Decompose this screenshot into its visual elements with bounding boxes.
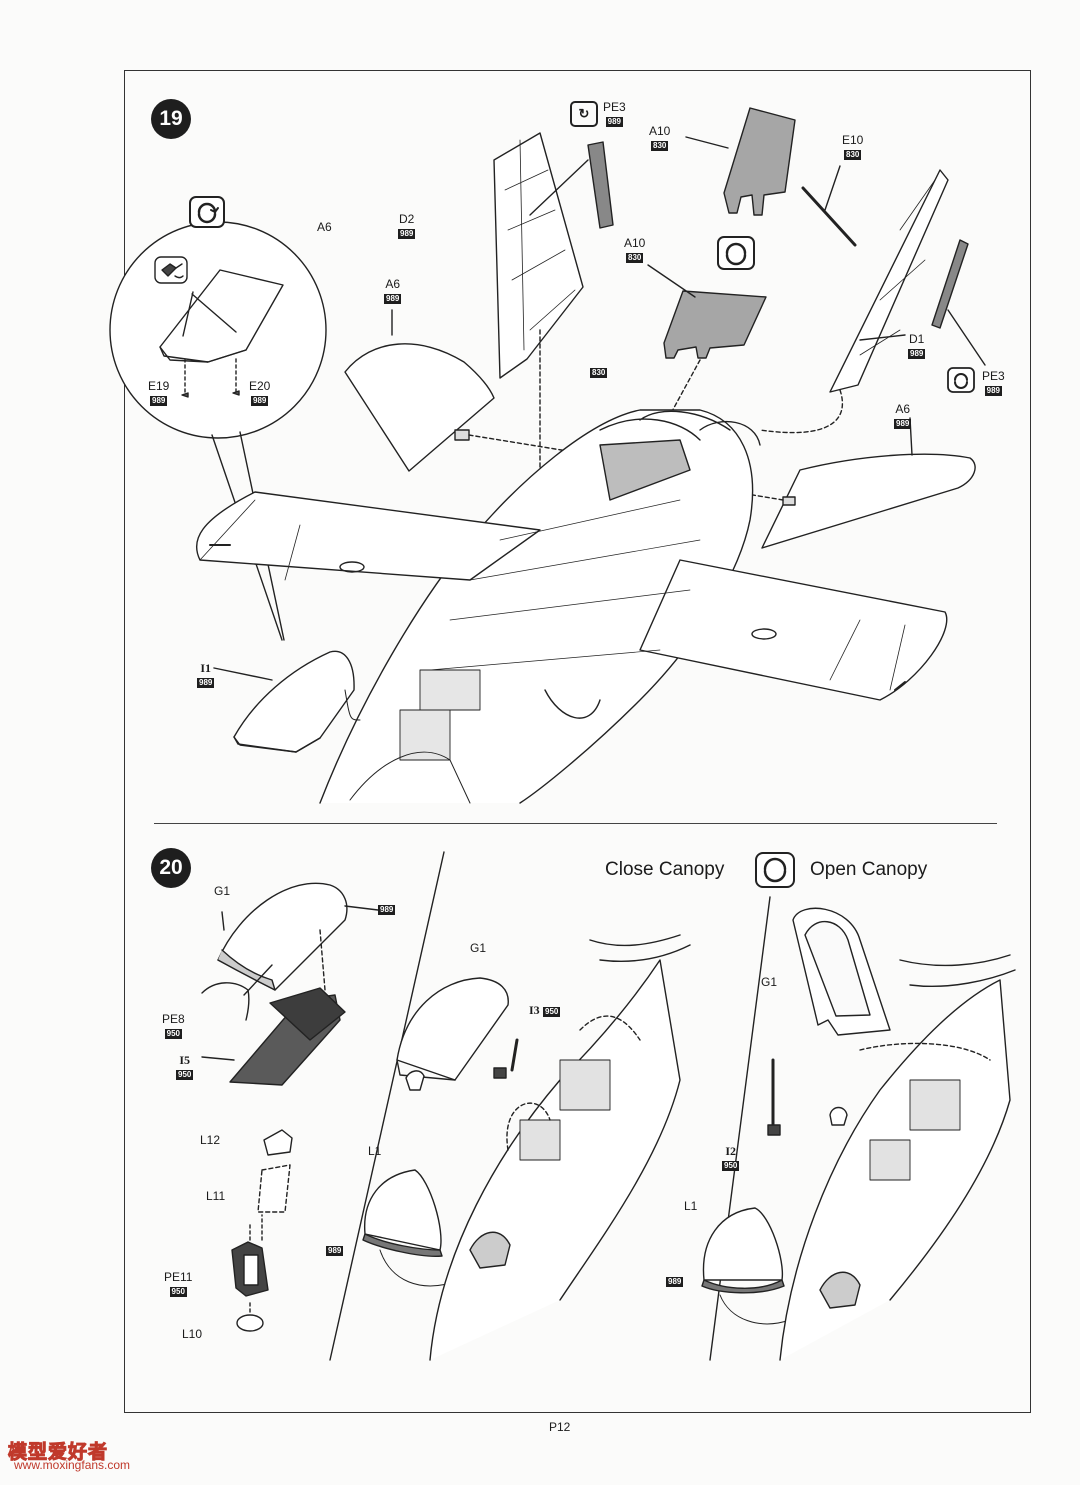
code-badge-830: 830 — [590, 368, 608, 378]
g1-canopy — [217, 882, 348, 991]
cockpit-open — [779, 954, 1016, 1361]
watermark-brand: 模型爱好者 — [7, 1442, 109, 1464]
watermark-url: www.moxingfans.com — [14, 1458, 131, 1472]
g1-canopy-closed — [396, 977, 509, 1081]
flip-over-icon — [189, 196, 225, 228]
part-label-g1-a: G1 — [214, 884, 231, 898]
step-20-badge: 20 — [151, 848, 191, 888]
step-19-badge: 19 — [151, 99, 191, 139]
tail-d1 — [829, 169, 949, 393]
part-label-g1-c: G1 — [761, 975, 778, 989]
step-divider — [154, 823, 997, 824]
l12-part — [263, 1129, 293, 1156]
part-label-g1-b: G1 — [470, 941, 487, 955]
e10-rod — [801, 186, 857, 247]
pe8-frame — [201, 982, 250, 1021]
a10-part-top — [723, 107, 796, 216]
l1-canopy-closed — [363, 1169, 442, 1251]
part-label-a6: A6 — [317, 220, 332, 234]
pe3-strip-right — [931, 239, 969, 329]
aircraft-body — [195, 409, 948, 804]
glue-icon — [154, 256, 188, 284]
flip-over-icon — [755, 852, 795, 888]
code-badge-g1: 989 — [378, 905, 396, 915]
pe3-strip — [587, 141, 614, 229]
l1-canopy-open — [702, 1207, 784, 1281]
wing-panel-a6-right — [761, 453, 976, 549]
page-number: P12 — [549, 1420, 571, 1434]
a10-part-mid — [663, 290, 767, 359]
part-label-l11: L11 — [206, 1189, 226, 1203]
code-badge-l1-c: 989 — [666, 1277, 684, 1287]
panel-divider-2 — [709, 896, 771, 1361]
cockpit-close — [429, 934, 691, 1361]
part-label-i3: I3 950 — [529, 1003, 561, 1017]
flip-over-icon: ↻ — [570, 101, 598, 127]
tail-d2 — [493, 132, 584, 379]
code-badge-l1-b: 989 — [326, 1246, 344, 1256]
flip-over-icon — [947, 367, 975, 393]
i1-canopy-cover — [233, 650, 355, 753]
close-canopy-label: Close Canopy — [605, 859, 725, 880]
part-label-l12: L12 — [200, 1133, 221, 1147]
flip-over-icon — [717, 236, 755, 270]
l11-part — [257, 1164, 291, 1213]
page-frame — [124, 70, 1031, 1413]
panel-divider-1 — [329, 851, 445, 1361]
wing-panel-a6-left — [344, 343, 495, 472]
open-canopy-label: Open Canopy — [810, 859, 928, 880]
part-label-l10: L10 — [182, 1327, 203, 1341]
part-label-l1-b: L1 — [368, 1144, 382, 1158]
l10-part — [236, 1314, 264, 1332]
part-label-l1-c: L1 — [684, 1199, 698, 1213]
